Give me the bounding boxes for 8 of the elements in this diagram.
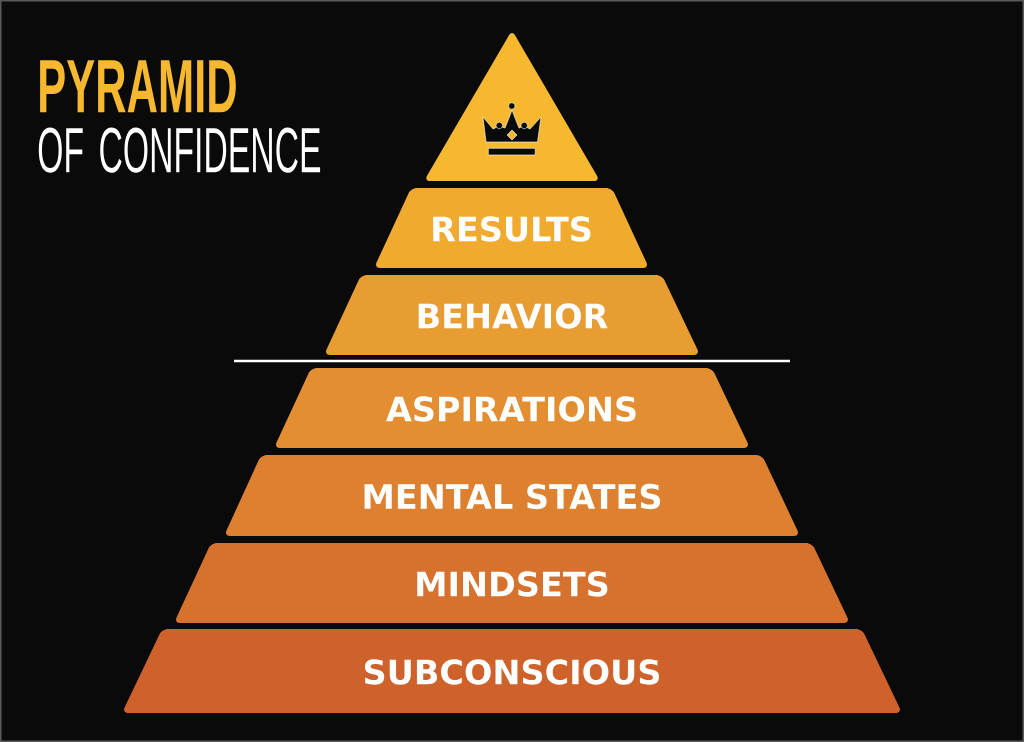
pyramid-tier: ASPIRATIONS: [276, 368, 748, 448]
pyramid-tier: BEHAVIOR: [326, 275, 698, 355]
pyramid-tier: SUBCONSCIOUS: [124, 629, 900, 713]
title: PYRAMID OF CONFIDENCE: [38, 60, 321, 173]
pyramid-tier: RESULTS: [376, 188, 647, 268]
triangle: [426, 33, 598, 181]
pyramid-tier: MENTAL STATES: [226, 455, 798, 536]
pyramid-tier: MINDSETS: [176, 543, 848, 623]
